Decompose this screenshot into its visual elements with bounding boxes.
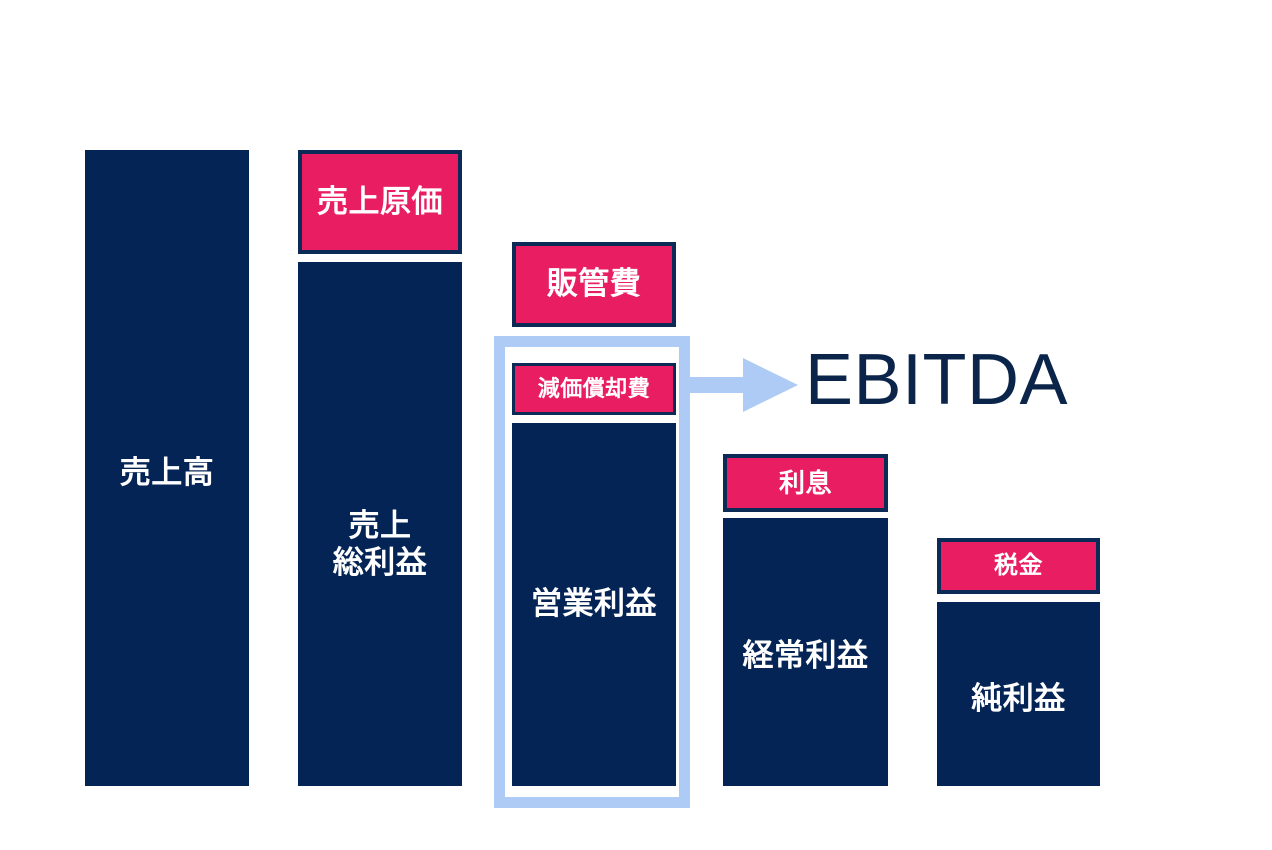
box-tax-expense: 税金	[937, 538, 1100, 594]
label-ebitda: EBITDA	[805, 340, 1069, 420]
box-selling-general-admin-expenses: 販管費	[512, 242, 676, 327]
box-interest-expense: 利息	[723, 454, 888, 512]
box-depreciation-expense: 減価償却費	[512, 363, 676, 415]
box-cost-of-goods-sold: 売上原価	[298, 150, 462, 254]
bar-sales: 売上高	[85, 150, 249, 786]
bar-gross-profit: 売上 総利益	[298, 262, 462, 786]
bar-operating-profit: 営業利益	[512, 423, 676, 786]
bar-ordinary-profit: 経常利益	[723, 518, 888, 786]
arrow-right-icon	[690, 358, 798, 412]
bar-net-profit: 純利益	[937, 602, 1100, 786]
